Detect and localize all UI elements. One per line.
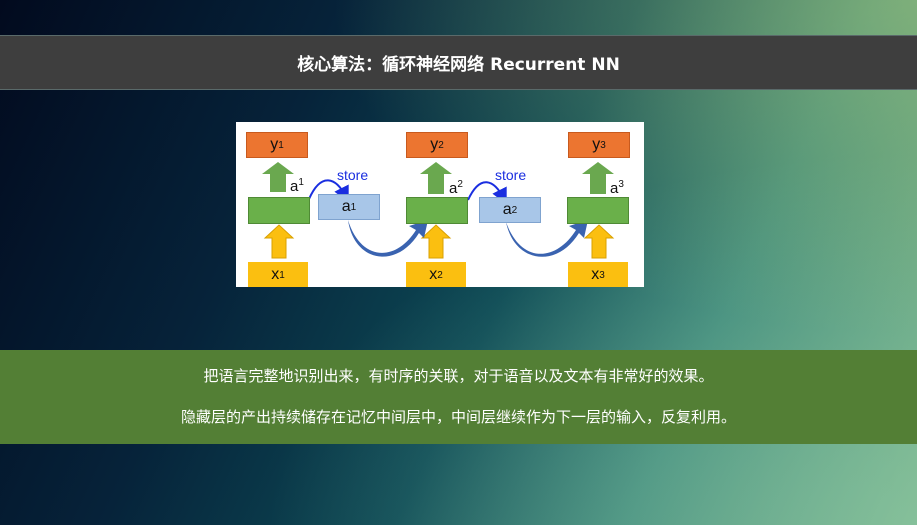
arrow-up-icon — [420, 224, 452, 259]
arrow-up-icon — [583, 224, 615, 259]
store-label-1: store — [337, 167, 369, 183]
arrow-up-icon — [582, 162, 614, 194]
store-label-2: store — [495, 167, 527, 183]
description-band: 把语言完整地识别出来，有时序的关联，对于语音以及文本有非常好的效果。 隐藏层的产… — [0, 350, 917, 444]
hidden-label-3: a3 — [610, 179, 624, 197]
arrows-layer — [262, 162, 615, 259]
hidden-box-3 — [567, 197, 629, 224]
arrow-up-icon — [263, 224, 295, 259]
store-arrow-2 — [467, 181, 507, 205]
arrow-up-icon — [420, 162, 452, 194]
recurrent-arrow-1 — [348, 220, 428, 257]
arrow-up-icon — [262, 162, 294, 192]
hidden-box-2 — [406, 197, 468, 224]
up-arrows-input — [263, 224, 615, 259]
recurrent-arrow-2 — [506, 220, 588, 257]
description-line-1: 把语言完整地识别出来，有时序的关联，对于语音以及文本有非常好的效果。 — [203, 367, 714, 385]
store-arrow-1 — [308, 179, 349, 203]
hidden-box-1 — [248, 197, 310, 224]
hidden-label-2: a2 — [449, 179, 463, 197]
description-line-2: 隐藏层的产出持续储存在记忆中间层中，中间层继续作为下一层的输入，反复利用。 — [180, 408, 736, 426]
slide-title-bar: 核心算法：循环神经网络 Recurrent NN — [0, 35, 917, 90]
slide-title: 核心算法：循环神经网络 Recurrent NN — [297, 55, 620, 75]
up-arrows-output — [262, 162, 614, 194]
hidden-label-1: a1 — [290, 177, 304, 195]
